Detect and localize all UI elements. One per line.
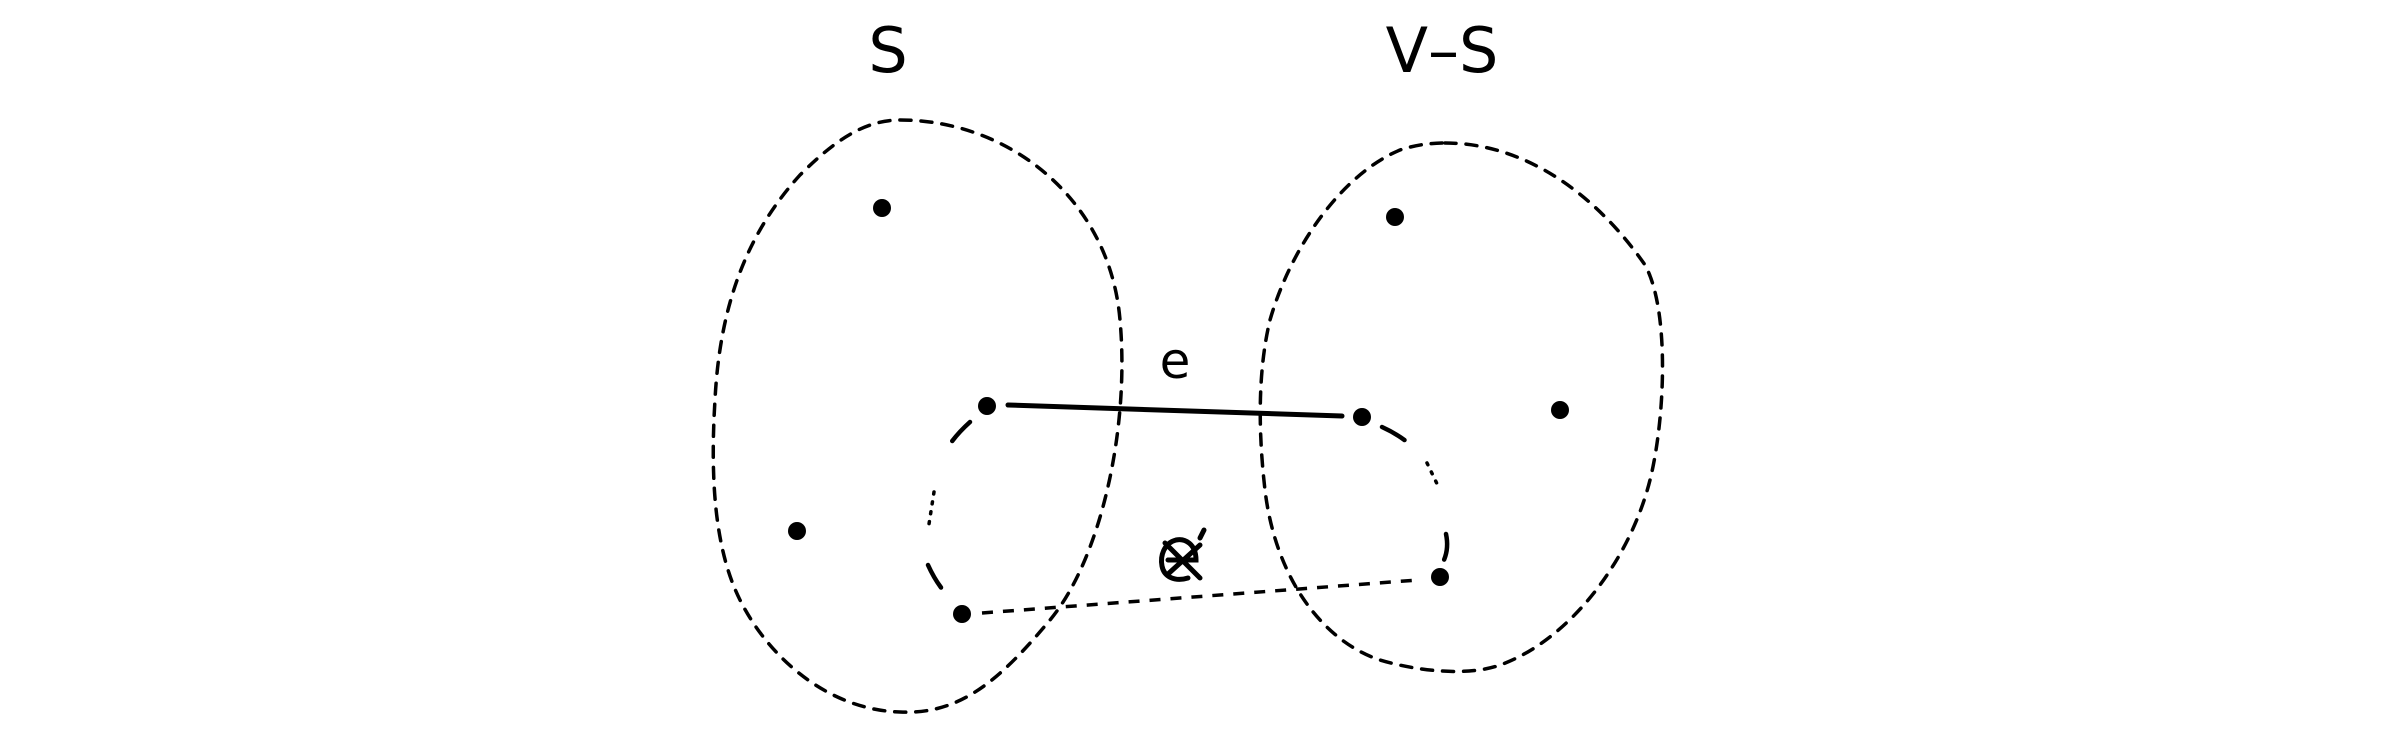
path-arc-left-lower: [925, 562, 953, 601]
vertex-s-bottom: [953, 605, 971, 623]
vertex-s-top: [873, 199, 891, 217]
path-arc-left-upper: [939, 419, 973, 461]
set-label-s: S: [868, 14, 907, 87]
vertex-vs-middle: [1353, 408, 1371, 426]
edge-e-prime: [981, 578, 1419, 615]
edge-e: [1005, 402, 1345, 419]
vertex-s-left: [788, 522, 806, 540]
path-arc-right-upper: [1379, 424, 1421, 455]
set-v-minus-s-boundary: [1258, 141, 1665, 674]
path-arc-right-lower: [1441, 531, 1450, 563]
vertex-s-middle: [978, 397, 996, 415]
set-label-v-minus-s: V–S: [1386, 14, 1499, 87]
e-prime-crossed-icon: [1159, 527, 1207, 582]
edge-label-e: e: [1160, 332, 1191, 390]
path-arc-right-dots: [1425, 461, 1442, 492]
vertex-vs-right: [1551, 401, 1569, 419]
vertex-vs-top: [1386, 208, 1404, 226]
vertex-vs-bottom: [1431, 568, 1449, 586]
set-s-boundary: [711, 118, 1124, 714]
path-arc-left-dots: [927, 490, 936, 526]
